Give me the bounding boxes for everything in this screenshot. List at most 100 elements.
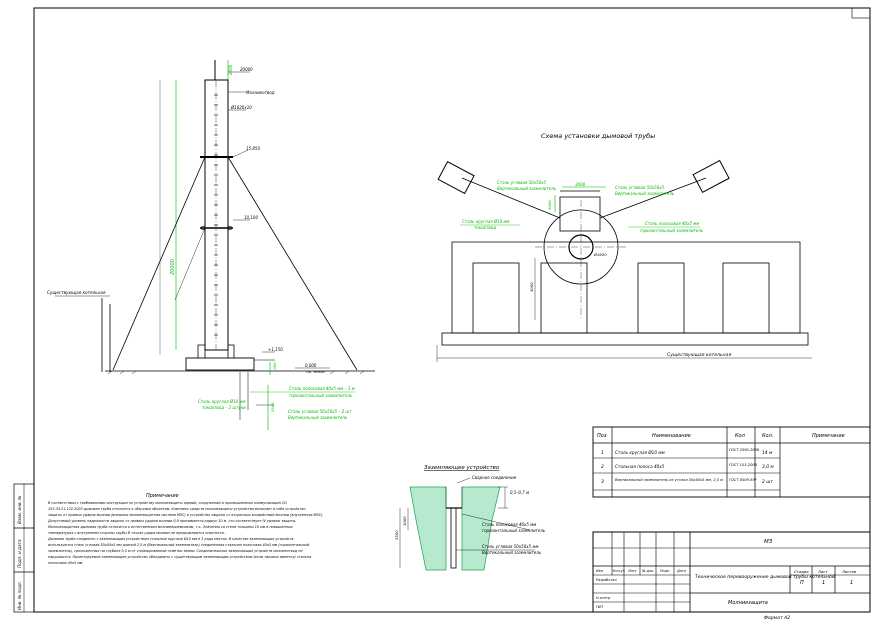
spec-header-note: Примечание <box>812 433 845 439</box>
side-stamp: Взам. инв. № Подп. и дата Инв. № подл. <box>13 483 35 613</box>
steel-note-2b: токоотвод – 3 штуки <box>202 405 246 410</box>
tb-stage-h: Стадия <box>794 569 809 574</box>
grounding-title: Заземляющее устройство <box>424 465 500 471</box>
note-line-4: Допустимый уровень надежности защиты от … <box>47 519 296 523</box>
steel-note-3b: Вертикальный заземлитель <box>288 415 348 420</box>
tb-description: Техническое перевооружение дымовой трубы… <box>695 574 835 580</box>
grounding-strip-b: горизонтальный заземлитель <box>482 528 546 533</box>
corner-box <box>851 7 871 19</box>
note-line-8: используются сталь угловая 50х50х5 мм дл… <box>48 543 310 547</box>
tb-stage: П <box>800 580 804 586</box>
steel-note-1: Сталь полосовая 40х5 мм – 3 м <box>289 386 355 391</box>
spec-row-3-pos: 3 <box>601 479 604 485</box>
ground-label: Пр. земли <box>306 370 325 374</box>
lightning-rod-label: Молниеотвод <box>246 90 275 95</box>
depth-dim: 2500 <box>270 402 275 412</box>
tb-format: Формат А2 <box>764 615 790 621</box>
tb-col-doc: № док. <box>641 569 654 573</box>
ground-zero: 0,000 <box>305 363 317 368</box>
existing-boiler-wall <box>101 298 111 372</box>
spec-header-qty: Кол <box>735 433 746 439</box>
spec-row-3-name: Вертикальный заземлитель из уголка 50х50… <box>615 478 723 482</box>
guy-wire-left <box>112 156 206 371</box>
grounding-rod <box>450 507 457 569</box>
spec-row-3-qty: 2 шт <box>762 479 773 485</box>
grounding-detail: Заземляющее устройство Сварное соединени… <box>394 465 546 571</box>
tb-sheet-title: Молниезащита <box>728 600 768 606</box>
spec-table <box>592 426 871 498</box>
scheme-dim-top: 3000 <box>575 182 586 187</box>
foundation-dim: 1000 <box>272 362 277 372</box>
tb-col-list: Лист <box>627 569 638 573</box>
scheme-title: Схема установки дымовой трубы <box>541 132 655 140</box>
grounding-angle-b: Вертикальный заземлитель <box>482 550 542 555</box>
scheme-strip-right-b: горизонтальный заземлитель <box>640 228 704 233</box>
tb-role-1: Разработал <box>596 578 617 582</box>
guy-level-1: 15,850 <box>246 146 260 151</box>
chimney-base <box>185 357 255 371</box>
spec-row-1-qty: 14 м <box>762 450 773 456</box>
title-block-text: МЗ Изм Кол.уч Лист № док. Подп Дата Разр… <box>596 539 857 621</box>
note-line-5: Молниезащитная дымовая труба относится к… <box>48 525 294 529</box>
anchor-block-left <box>437 160 475 195</box>
tb-sheet-h: Лист <box>817 569 828 574</box>
scheme-dia: Ø1620 <box>593 252 607 257</box>
spec-row-1-pos: 1 <box>601 450 604 456</box>
spec-row-2-name: Стальная полоса 40х5 <box>615 464 665 469</box>
scheme-left-angle-b: Вертикальный заземлитель <box>497 186 557 191</box>
tb-col-podp: Подп <box>660 569 670 573</box>
scheme-strip-right: Сталь полосовая 40х5 мм <box>645 221 699 226</box>
spec-row-2-qty: 3,0 м <box>762 464 774 470</box>
note-line-11: полосовая 40х5 мм. <box>48 561 83 565</box>
spec-header-pos: Поз <box>597 433 607 439</box>
note-line-9: заземлитель), проложенные на глубине 0,5… <box>48 549 303 553</box>
spec-header-qty2: Кол. <box>762 433 773 439</box>
scheme-right-angle: Сталь угловая 50х50х5 <box>615 185 665 190</box>
grounding-dim-1000: 1000 <box>402 516 407 526</box>
grounding-depth: 0,5–0,7 м <box>510 490 529 495</box>
grounding-strip: Сталь полосовая 40х5 мм <box>482 522 536 527</box>
grounding-weld: Сварное соединение <box>472 475 517 480</box>
spec-row-2-gost: ГОСТ 103-2006 <box>729 463 758 467</box>
note-line-6: температурах с внутренней стороны трубы … <box>48 531 225 535</box>
steel-note-2: Сталь круглая Ø10 мм <box>198 399 245 404</box>
side-stamp-2: Подп. и дата <box>17 539 22 568</box>
steel-note-3: Сталь угловая 50х50х5 – 2 шт <box>288 409 352 414</box>
note-line-7: Дымовая труба соединить с заземляющим ус… <box>47 536 294 541</box>
guy-level-2: 10,100 <box>244 215 258 220</box>
tb-col-kol: Кол.уч <box>613 569 625 573</box>
tb-role-4: Н.контр <box>596 596 610 600</box>
existing-boiler-label: Существующая котельная <box>47 290 106 295</box>
top-elev: 20000 <box>240 67 253 72</box>
scheme-vert-dim: 3000 <box>529 282 534 292</box>
scheme-bottom-label: Существующая котельная <box>667 352 731 358</box>
installation-scheme: Схема установки дымовой трубы Существующ… <box>436 132 812 362</box>
note-block: Примечание В соответствии с требованиями… <box>47 493 323 565</box>
side-stamp-1: Взам. инв. № <box>17 495 22 524</box>
grounding-angle: Сталь угловая 50х50х5 мм <box>482 544 538 549</box>
tb-code: МЗ <box>764 539 773 545</box>
spec-row-1-name: Сталь круглая Ø10 мм <box>615 450 665 455</box>
top-rod-dim: 2000 <box>228 64 233 75</box>
sheet-border <box>33 7 871 613</box>
scheme-rod-left: Сталь круглая Ø10 мм <box>462 219 509 224</box>
tb-sheets: 1 <box>850 580 853 586</box>
boiler-building <box>451 241 801 334</box>
scheme-right-angle-b: Вертикальный заземлитель <box>615 191 675 196</box>
tb-sheet: 1 <box>822 580 825 586</box>
guy-wire-right <box>227 156 358 371</box>
note-line-1: В соответствии с требованиями инструкции… <box>48 501 287 505</box>
steel-note-1b: горизонтальный заземлитель <box>289 393 353 398</box>
base-elev: +1,150 <box>268 347 283 352</box>
pipe-size-label: Ø1620х10 <box>230 105 252 110</box>
note-line-10: нарушаются. Проектируемое заземляющее ус… <box>48 555 311 559</box>
height-dim: 20000 <box>170 259 176 275</box>
tb-sheets-h: Листов <box>841 569 857 574</box>
note-title: Примечание <box>146 493 179 499</box>
grounding-earth-left <box>409 486 447 571</box>
note-line-2: 153-34.21.122-2003 дымовая труба относит… <box>48 507 306 511</box>
scheme-rod-left-b: токоотвод <box>474 225 496 230</box>
grounding-earth-right <box>461 486 501 571</box>
tb-col-izm: Изм <box>596 569 603 573</box>
